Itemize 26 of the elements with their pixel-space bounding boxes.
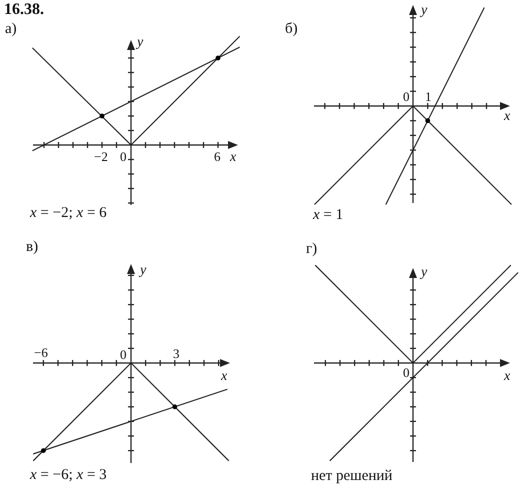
graph-label: x [221, 370, 228, 384]
graph-label: y [140, 264, 146, 278]
graph-label: x [230, 151, 236, 165]
graph-label: г) [306, 242, 318, 257]
problem-number: 16.38. [4, 2, 44, 18]
graph-label: в) [26, 240, 38, 255]
graph-label: 0 [120, 150, 126, 163]
graph-label: 0 [403, 366, 410, 379]
graph-label: x [504, 370, 510, 384]
graph-label: x = −2; x = 6 [30, 206, 107, 221]
graph-label: нет решений [311, 469, 392, 484]
graph-label: −6 [34, 346, 48, 359]
graph-label: −2 [94, 150, 108, 163]
graph-label: б) [285, 22, 298, 37]
graph-label: а) [5, 22, 17, 37]
graph-label: y [421, 266, 428, 280]
graph-label: x = −6; x = 3 [30, 468, 107, 483]
graph-label: x = 1 [313, 208, 344, 223]
graph-label: 6 [214, 150, 220, 163]
graph-label: y [421, 4, 428, 18]
graph-label: 1 [425, 90, 432, 103]
graph-label: 0 [120, 348, 126, 361]
graph-label: x [504, 110, 510, 124]
graph-label: y [137, 36, 144, 50]
graph-label: 0 [403, 90, 410, 103]
graph-label: 3 [173, 347, 180, 360]
